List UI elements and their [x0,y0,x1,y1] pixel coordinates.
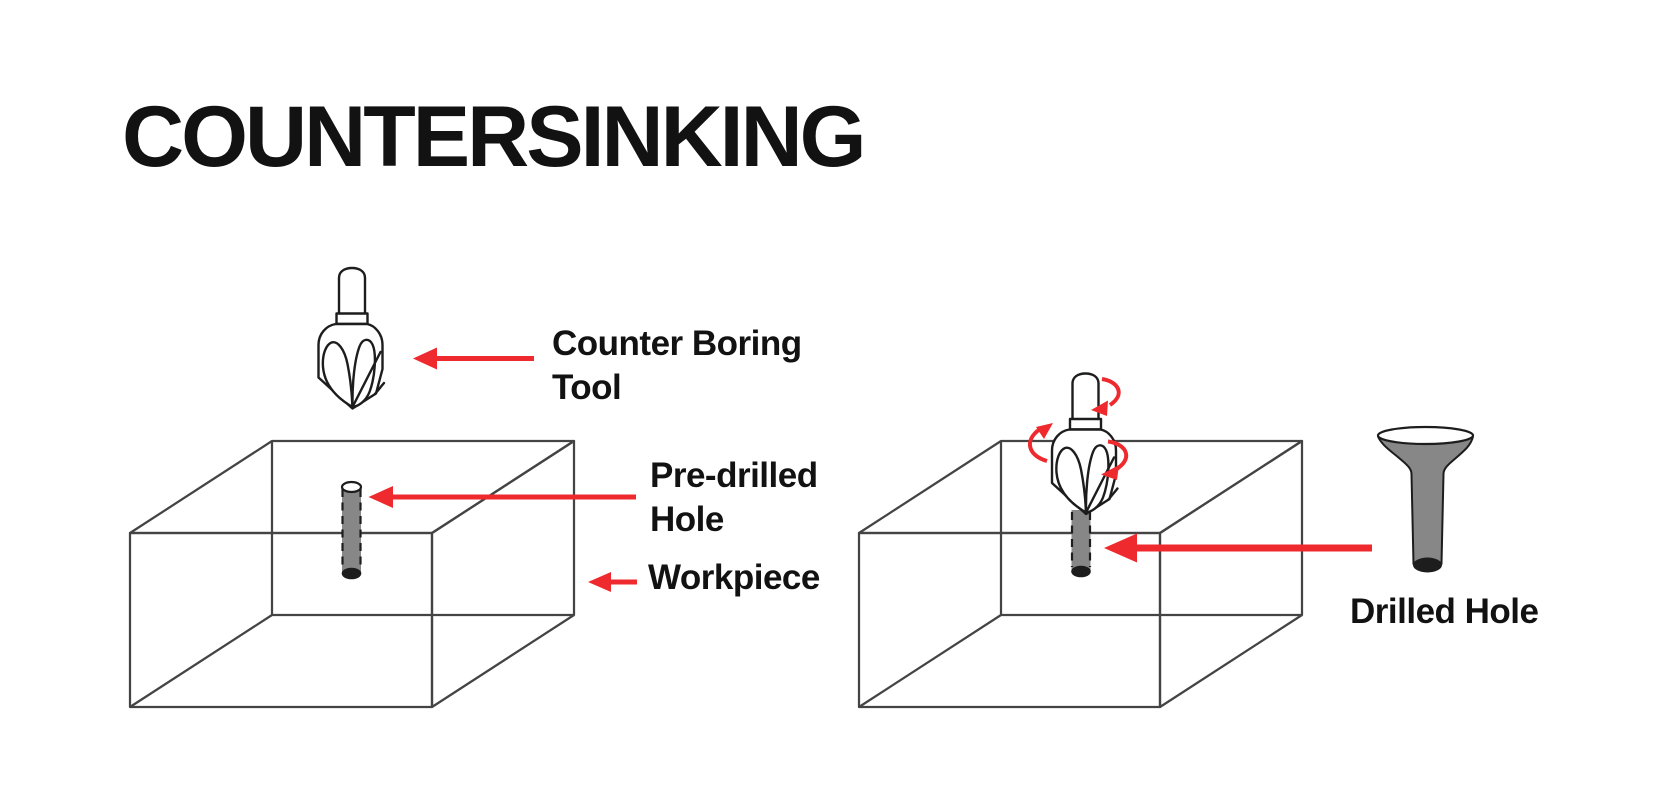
counter-boring-tool-figure [317,266,386,410]
label-workpiece: Workpiece [648,558,820,597]
hole-bore [1071,510,1091,572]
drilled-hole-cylinder [1070,510,1092,578]
right-workpiece-box [857,439,1304,709]
hole-bottom [1071,565,1091,578]
box-front-face [128,531,434,709]
hole-opening [340,480,363,494]
box-right-face [430,439,576,709]
label-line: Counter Boring [552,324,802,363]
drilled-hole-arrowhead-icon [1104,533,1137,563]
pre-drilled-hole-cylinder [340,480,363,580]
pre-drilled-hole-arrowhead-icon [368,486,393,508]
rotation-arrows [1028,377,1129,480]
label-pre-drilled-hole: Pre-drilled Hole [650,454,818,542]
rotation-arc-top [1101,377,1121,407]
workpiece-arrowhead-icon [588,572,611,592]
counter-boring-tool-cutting-figure [1050,372,1119,516]
callout-arrows [368,347,1372,592]
hole-bottom [341,567,362,580]
hole-dashed-sides [1070,512,1092,567]
counter-boring-tool-arrowhead-icon [413,347,437,370]
box-hidden-edges [858,441,1302,708]
page-title: COUNTERSINKING [122,89,867,185]
rotation-arrowhead-left-icon [1036,423,1053,439]
box-right-face [1158,439,1304,709]
label-line: Hole [650,500,724,539]
rotation-arrowhead-top-icon [1091,400,1108,416]
rotation-arrowhead-right-icon [1101,465,1119,480]
hole-dashed-sides [341,489,362,570]
box-front-face [857,531,1162,709]
profile-bottom [1413,557,1442,573]
label-line: Pre-drilled [650,456,818,495]
rotation-arc-left [1028,427,1048,463]
countersink-funnel [1377,435,1474,565]
countersink-opening [1376,425,1475,446]
box-hidden-edges [129,441,574,708]
drilled-hole-profile [1376,425,1475,573]
label-drilled-hole: Drilled Hole [1350,592,1539,631]
label-line: Tool [552,368,622,407]
label-counter-boring-tool: Counter Boring Tool [552,322,802,410]
hole-bore [342,487,361,574]
rotation-arc-right [1107,439,1129,472]
left-workpiece-box [128,439,576,709]
